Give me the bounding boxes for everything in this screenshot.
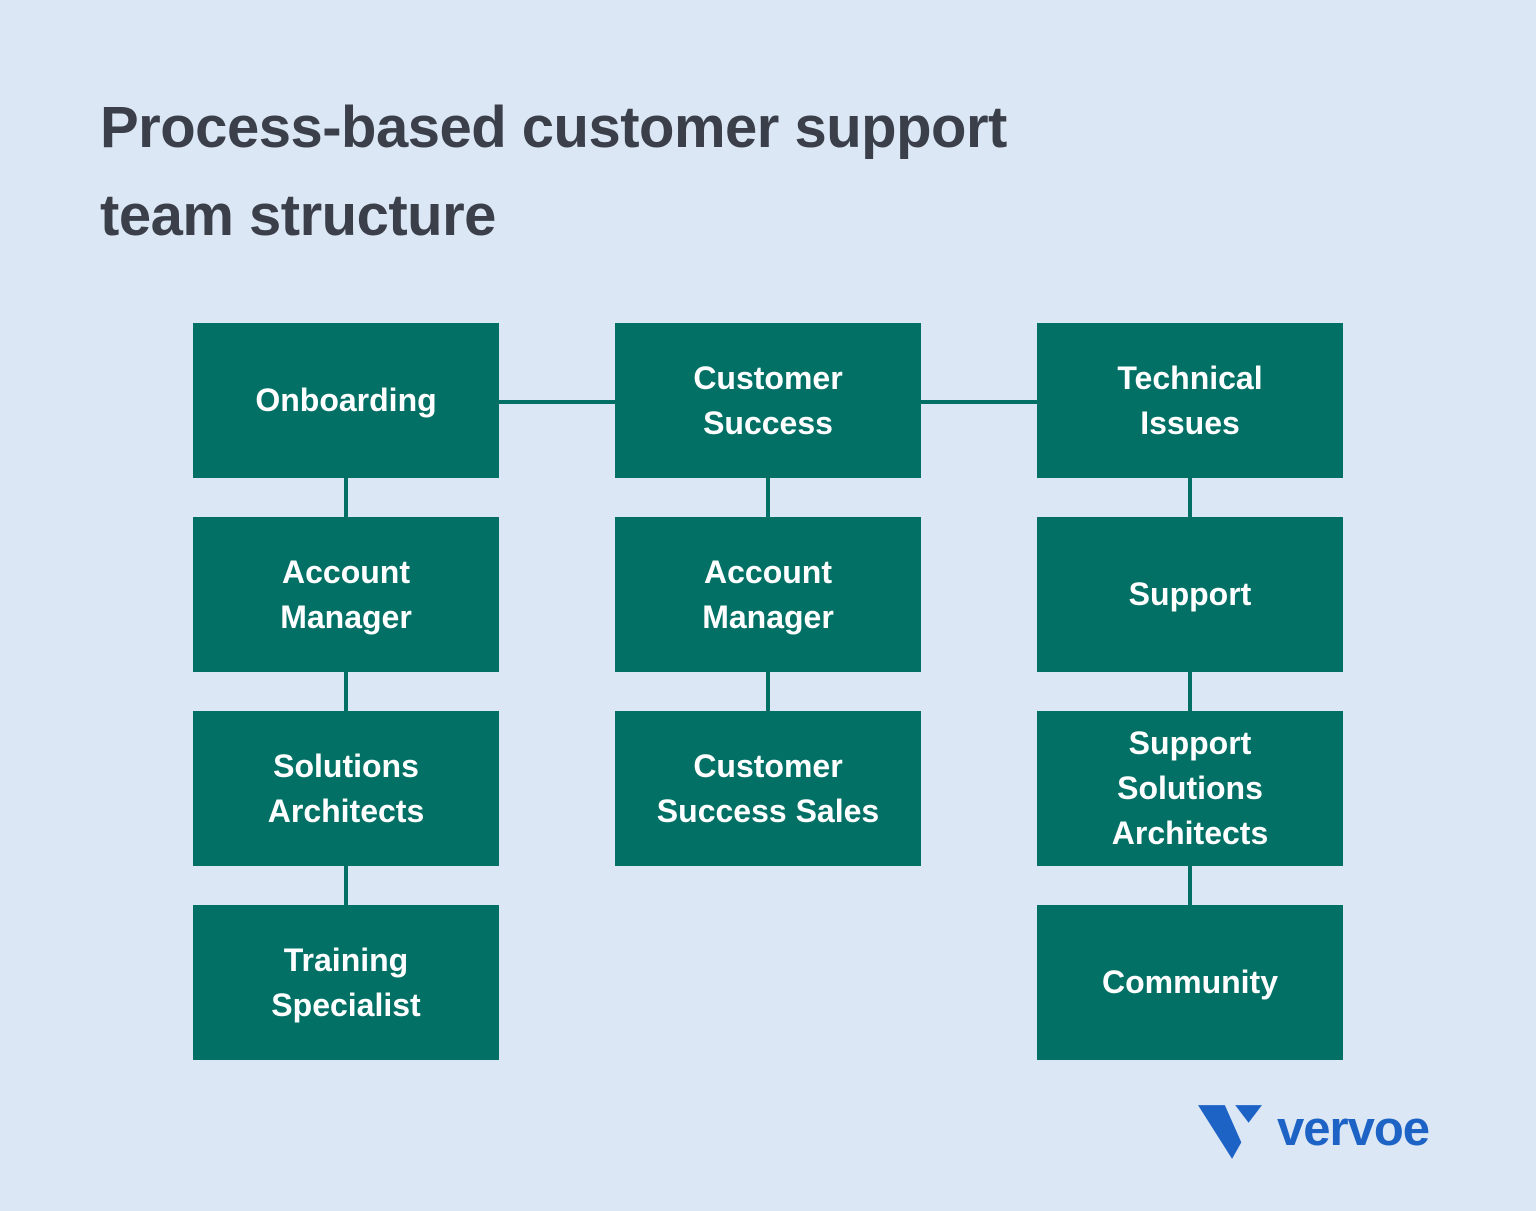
- box-label-line: Solutions: [273, 747, 419, 784]
- vertical-connector: [1188, 672, 1192, 711]
- horizontal-connector-onboarding-customer-success: [499, 400, 615, 404]
- box-label-line: Customer: [693, 359, 843, 396]
- box-support: Support: [1037, 517, 1343, 672]
- page-title-line-2: team structure: [100, 183, 496, 248]
- vertical-connector: [344, 672, 348, 711]
- page-title: Process-based customer support team stru…: [100, 84, 1300, 260]
- box-community: Community: [1037, 905, 1343, 1060]
- box-label-line: Support: [1128, 725, 1252, 761]
- box-label-line: Manager: [702, 598, 834, 635]
- box-technical-issues: Technical Issues: [1037, 323, 1343, 478]
- vertical-connector: [1188, 478, 1192, 517]
- vertical-connector: [766, 478, 770, 517]
- branch-technical-issues: Technical Issues Support Support Solutio…: [1037, 323, 1343, 1060]
- box-account-manager-1: Account Manager: [193, 517, 499, 672]
- box-support-solutions-architects: Support Solutions Architects: [1037, 711, 1343, 866]
- box-label-line: Technical: [1117, 359, 1263, 396]
- box-label-line: Account: [704, 553, 832, 590]
- box-label-line: Architects: [1111, 815, 1269, 851]
- vertical-connector: [344, 866, 348, 905]
- vervoe-logo: vervoe: [1198, 1101, 1430, 1160]
- box-label-line: Success: [703, 404, 833, 441]
- box-label-line: Customer: [693, 747, 843, 784]
- vervoe-wordmark: vervoe: [1277, 1101, 1430, 1156]
- box-label-line: Architects: [267, 792, 425, 829]
- box-label-line: Success Sales: [656, 792, 880, 829]
- box-label-line: Issues: [1140, 404, 1240, 441]
- box-onboarding: Onboarding: [193, 323, 499, 478]
- vervoe-v-icon: [1198, 1105, 1262, 1159]
- vertical-connector: [766, 672, 770, 711]
- box-customer-success-sales: Customer Success Sales: [615, 711, 921, 866]
- branch-customer-success: Customer Success Account Manager Custome…: [615, 323, 921, 866]
- box-label-line: Community: [1102, 964, 1278, 1000]
- vertical-connector: [344, 478, 348, 517]
- box-label-line: Support: [1128, 576, 1252, 612]
- branch-onboarding: Onboarding Account Manager Solutions Arc…: [193, 323, 499, 1060]
- box-label-line: Solutions: [1117, 770, 1263, 806]
- box-label-line: Training: [283, 941, 409, 978]
- box-label-line: Onboarding: [255, 382, 437, 418]
- vertical-connector: [1188, 866, 1192, 905]
- box-label-line: Manager: [280, 598, 412, 635]
- box-account-manager-2: Account Manager: [615, 517, 921, 672]
- page-title-line-1: Process-based customer support: [100, 95, 1007, 160]
- horizontal-connector-customer-success-technical-issues: [921, 400, 1037, 404]
- box-solutions-architects: Solutions Architects: [193, 711, 499, 866]
- box-label-line: Account: [282, 553, 410, 590]
- box-customer-success: Customer Success: [615, 323, 921, 478]
- box-label-line: Specialist: [271, 986, 421, 1023]
- box-training-specialist: Training Specialist: [193, 905, 499, 1060]
